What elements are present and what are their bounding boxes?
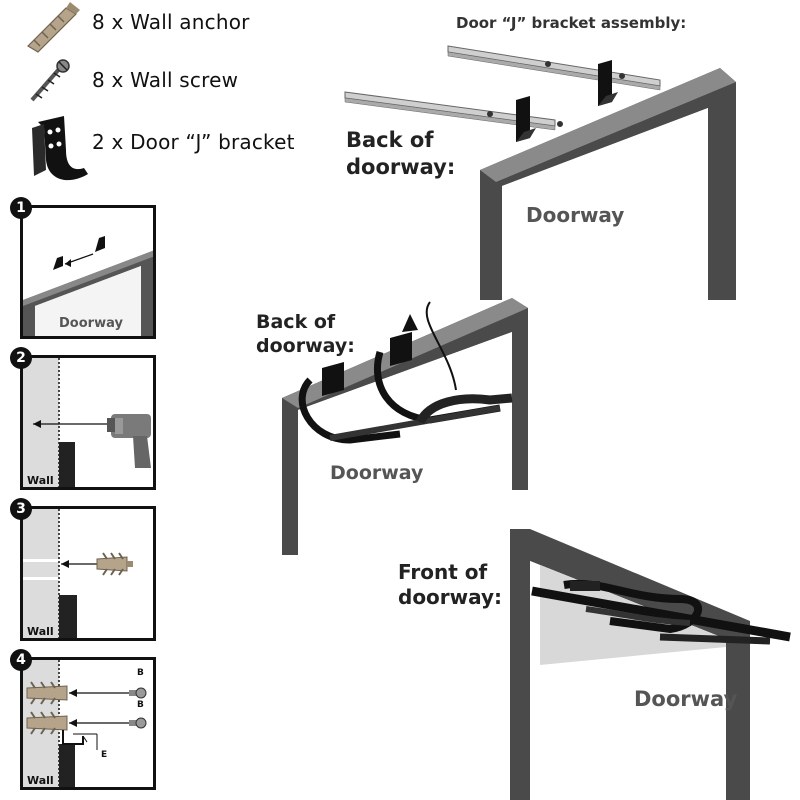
parts-icons — [27, 2, 88, 181]
part-label-j-bracket: 2 x Door “J” bracket — [92, 130, 295, 154]
step-4-screw-drawing — [23, 660, 147, 787]
j-bracket-icon — [62, 730, 88, 745]
wall-anchor-icon — [26, 711, 68, 735]
pullup-bar — [531, 579, 791, 645]
step-2-drill-drawing — [23, 358, 151, 487]
scene-bracket-assembly: Door “J” bracket assembly: Back of doorw… — [330, 0, 800, 300]
step-4-panel: B B E Wall — [20, 657, 156, 790]
wall-screw-icon — [30, 59, 70, 102]
step-2-number: 2 — [10, 347, 32, 369]
step-4-wall-label: Wall — [27, 774, 54, 787]
wall-anchor-icon — [26, 681, 68, 705]
part-label-wall-anchor: 8 x Wall anchor — [92, 10, 250, 34]
scene-front-of-doorway: Front of doorway: Doorway — [390, 525, 800, 800]
top-back-label-line1: Back of — [346, 128, 434, 152]
wall-anchor-icon — [27, 2, 80, 53]
step-1-doorway-drawing — [23, 236, 153, 336]
scene-back-of-doorway: Back of doorway: Doorway — [250, 290, 550, 555]
step-3-wall-label: Wall — [27, 625, 54, 638]
part-label-wall-screw: 8 x Wall screw — [92, 68, 239, 92]
step-3-anchor-drawing — [23, 509, 133, 638]
back-of-doorway-drawing — [282, 298, 528, 555]
step-2-wall-label: Wall — [27, 474, 54, 487]
step-3-number: 3 — [10, 498, 32, 520]
step-4-mark-e: E — [101, 750, 108, 760]
step-3-panel: Wall — [20, 506, 156, 641]
front-doorway-label: Doorway — [634, 687, 738, 711]
step-4-mark-b1: B — [137, 668, 144, 678]
j-bracket-icon — [32, 116, 88, 181]
drill-icon — [107, 414, 151, 468]
front-of-doorway-drawing — [510, 529, 791, 800]
step-1-number: 1 — [10, 197, 32, 219]
j-bracket-icon — [598, 60, 618, 106]
step-4-mark-b2: B — [137, 700, 144, 710]
j-bracket-icon — [516, 96, 536, 142]
front-label-line2: doorway: — [398, 585, 503, 609]
wall-screw-icon — [129, 687, 147, 729]
step-1-doorway-label: Doorway — [59, 316, 123, 331]
front-label-line1: Front of — [398, 560, 488, 584]
pullup-bar — [298, 332, 513, 444]
top-back-label-line2: doorway: — [346, 155, 456, 179]
step-4-number: 4 — [10, 649, 32, 671]
parts-list: 8 x Wall anchor 8 x Wall screw 2 x Door … — [0, 0, 300, 195]
bracket-assembly-drawing — [344, 45, 736, 300]
middle-back-label-line2: doorway: — [256, 335, 355, 357]
top-doorway-label: Doorway — [526, 203, 625, 227]
bracket-assembly-title: Door “J” bracket assembly: — [456, 14, 687, 32]
step-1-panel: Doorway — [20, 205, 156, 339]
wall-anchor-icon — [96, 552, 133, 576]
middle-doorway-label: Doorway — [330, 462, 424, 484]
step-2-panel: Wall — [20, 355, 156, 490]
middle-back-label-line1: Back of — [256, 311, 336, 333]
